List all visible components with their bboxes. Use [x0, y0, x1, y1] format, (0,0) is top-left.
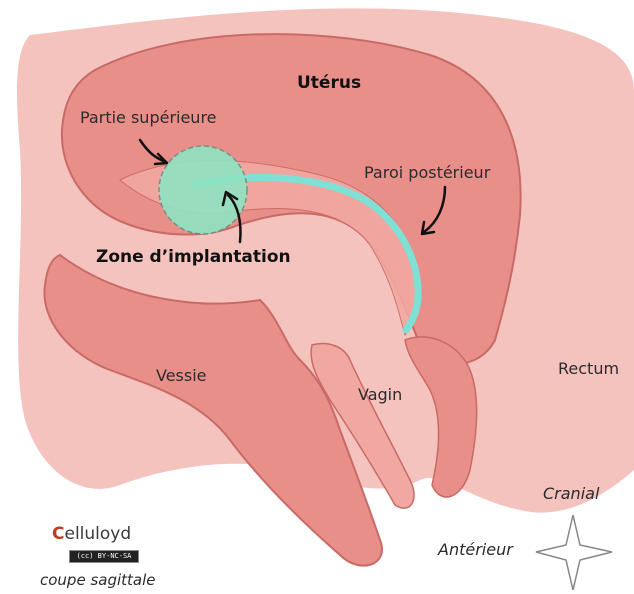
label-cranial: Cranial [543, 484, 599, 503]
compass-star-icon [536, 515, 612, 590]
implantation-zone-circle [159, 146, 247, 234]
label-bladder: Vessie [156, 366, 207, 385]
brand-logo: Celluloyd [52, 524, 131, 544]
label-implantation-zone: Zone d’implantation [96, 247, 291, 267]
label-vagina: Vagin [358, 385, 402, 404]
label-posterior-wall: Paroi postérieur [364, 163, 490, 182]
brand-initial: C [52, 524, 64, 544]
label-upper-part: Partie supérieure [80, 108, 217, 127]
license-badge: (cc) BY-NC-SA [69, 550, 139, 563]
label-anterior: Antérieur [438, 540, 513, 559]
brand-name: elluloyd [64, 524, 131, 544]
license-text: BY-NC-SA [98, 552, 132, 560]
label-uterus: Utérus [297, 73, 361, 93]
caption: coupe sagittale [40, 571, 156, 589]
label-rectum: Rectum [558, 359, 619, 378]
